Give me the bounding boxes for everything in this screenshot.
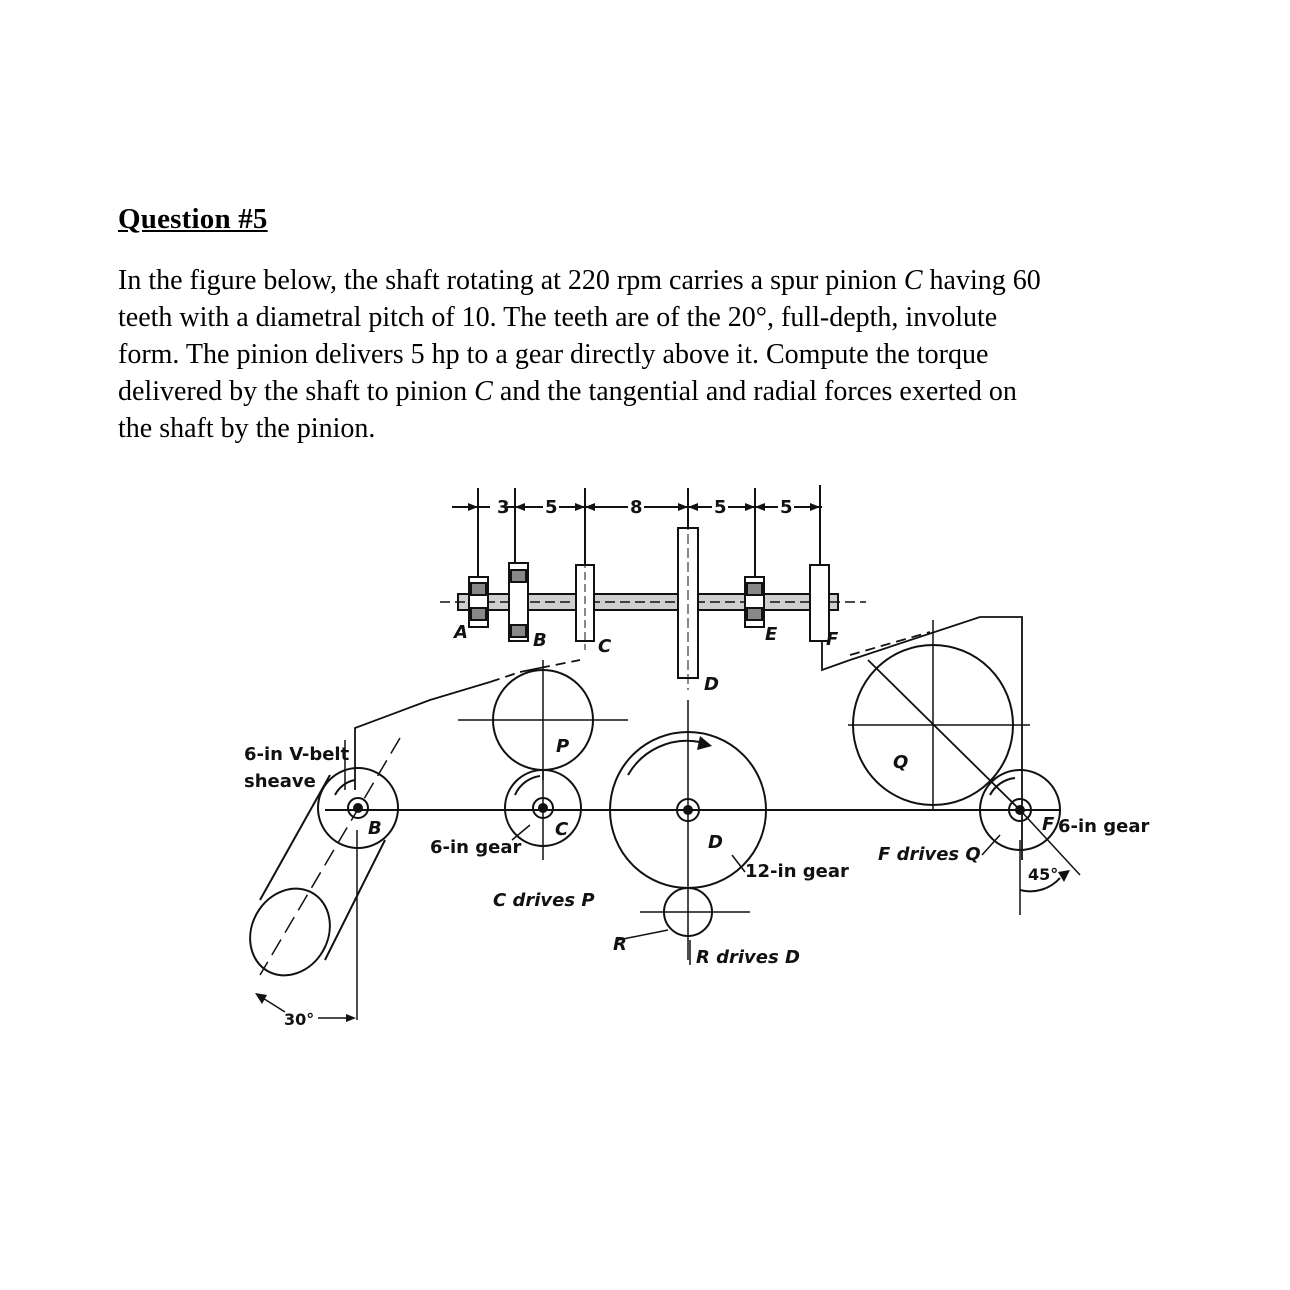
sheave-b-side (249, 737, 401, 1022)
gear-d-top (677, 520, 699, 690)
gear-f-side (979, 769, 1081, 915)
question-line-5: the shaft by the pinion. (118, 413, 376, 444)
sheave-b-top (508, 562, 529, 642)
label-c-drives-p: C drives P (493, 890, 595, 911)
label-vbelt-sheave-line1: 6-in V-belt (244, 744, 350, 765)
label-r-drives-d: R drives D (696, 947, 800, 968)
gear-f-top (809, 564, 830, 642)
gear-d-side (609, 700, 767, 960)
label-p: P (556, 736, 569, 757)
dim-8: 8 (630, 497, 643, 518)
label-a: A (452, 622, 468, 643)
line-4-part-a: delivered by the shaft to pinion (118, 376, 475, 407)
pinion-c-top (575, 560, 595, 650)
label-r: R (613, 934, 627, 955)
line-4-part-b: and the tangential and radial forces exe… (492, 376, 1017, 407)
question-line-3: form. The pinion delivers 5 hp to a gear… (118, 339, 989, 370)
dim-5-c: 5 (780, 497, 793, 518)
line-1-part-a: In the figure below, the shaft rotating … (118, 265, 904, 296)
label-d-top: D (704, 674, 719, 695)
figure-labels: 3 5 8 5 5 A B C D E F P Q B C D R 6-in V… (244, 497, 1149, 1029)
dim-5-b: 5 (714, 497, 727, 518)
label-6in-gear-right: 6-in gear (1058, 816, 1149, 837)
label-b-top: B (533, 630, 547, 651)
question-line-1: In the figure below, the shaft rotating … (118, 262, 1188, 299)
gear-p (458, 660, 628, 780)
gear-q (848, 620, 1030, 811)
shaft (440, 593, 866, 611)
bearing-e (744, 576, 765, 628)
label-45deg: 45° (1028, 865, 1058, 884)
label-vbelt-sheave-line2: sheave (244, 771, 316, 792)
dim-3: 3 (497, 497, 510, 518)
line-1-var-c: C (903, 265, 923, 296)
label-e: E (765, 624, 778, 645)
line-1-part-b: having 60 (922, 265, 1041, 296)
label-f: F (826, 629, 839, 650)
label-c-top: C (598, 636, 612, 657)
label-d-side: D (708, 832, 723, 853)
label-12in-gear: 12-in gear (745, 861, 849, 882)
bearing-a (468, 576, 489, 628)
label-f-small: F (1042, 814, 1055, 835)
line-4-var-c: C (474, 376, 493, 407)
label-6in-gear-left: 6-in gear (430, 837, 521, 858)
label-q: Q (893, 752, 908, 773)
dim-5-a: 5 (545, 497, 558, 518)
gear-r (640, 887, 750, 937)
label-f-drives-q: F drives Q (878, 844, 981, 865)
question-title: Question #5 (118, 203, 268, 235)
pinion-c-side (504, 769, 582, 860)
label-b-side: B (368, 818, 382, 839)
question-line-4: delivered by the shaft to pinion C and t… (118, 373, 1188, 410)
projection-leaders (354, 616, 1023, 860)
question-body: In the figure below, the shaft rotating … (118, 262, 1188, 447)
label-30deg: 30° (284, 1010, 314, 1029)
label-c-side: C (555, 819, 569, 840)
label-leaders (344, 740, 1001, 965)
question-line-2: teeth with a diametral pitch of 10. The … (118, 302, 998, 333)
